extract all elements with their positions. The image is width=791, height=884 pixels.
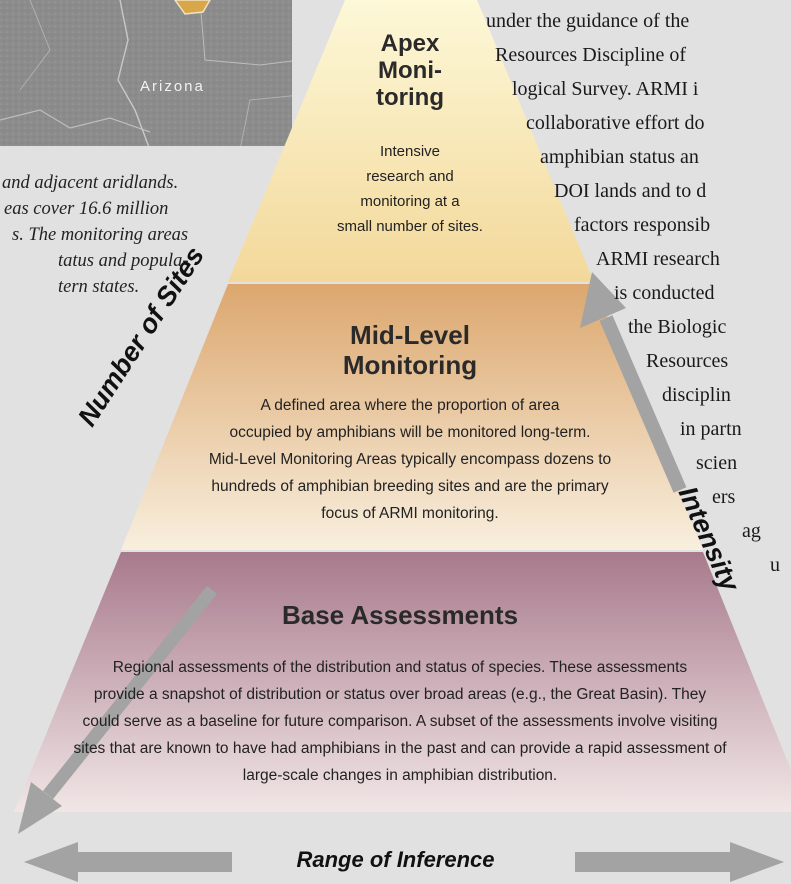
mid-level-title: Mid-Level Monitoring [160,320,660,380]
mid-level-text: Mid-Level Monitoring A defined area wher… [160,320,660,527]
apex-title-line: toring [376,84,444,111]
mid-level-tier [121,284,703,550]
intensity-arrow-shaft [599,315,687,493]
range-arrow-left [24,842,232,882]
base-desc-line: could serve as a baseline for future com… [82,713,718,730]
map-state-label: Arizona [140,78,205,95]
mid-desc-line: hundreds of amphibian breeding sites and… [211,478,609,495]
base-desc-line: Regional assessments of the distribution… [112,659,688,676]
mid-desc-line: occupied by amphibians will be monitored… [229,424,591,441]
base-description: Regional assessments of the distribution… [10,654,790,789]
map-caption: and adjacent aridlands. eas cover 16.6 m… [0,170,280,300]
mid-desc-line: Mid-Level Monitoring Areas typically enc… [208,451,612,468]
base-desc-line: large-scale changes in amphibian distrib… [242,767,558,784]
mid-desc-line: focus of ARMI monitoring. [321,505,499,522]
apex-title-line: Moni- [378,57,442,84]
mid-title-line: Monitoring [342,350,478,380]
base-text: Base Assessments Regional assessments of… [10,600,790,789]
sites-arrowhead [18,782,62,834]
mid-level-description: A defined area where the proportion of a… [160,392,660,527]
caption-line: s. The monitoring areas [12,225,189,245]
caption-line: tatus and popula- [58,251,189,271]
apex-title: Apex Moni- toring [320,30,500,111]
apex-desc-line: research and [366,168,454,185]
apex-tier [228,0,594,282]
caption-line: tern states. [58,277,140,297]
base-tier [14,552,791,812]
caption-line: eas cover 16.6 million [4,199,169,219]
mid-title-line: Mid-Level [350,320,470,350]
intensity-arrowhead [580,272,626,328]
apex-desc-line: Intensive [379,143,441,160]
range-arrow-right [575,842,784,882]
mid-desc-line: A defined area where the proportion of a… [260,397,560,414]
apex-desc-line: small number of sites. [337,218,483,235]
base-desc-line: provide a snapshot of distribution or st… [93,686,707,703]
base-desc-line: sites that are known to have had amphibi… [73,740,727,757]
apex-description: Intensive research and monitoring at a s… [320,139,500,239]
range-of-inference-label: Range of Inference [296,847,495,872]
apex-title-line: Apex [380,30,440,57]
base-title: Base Assessments [281,600,519,630]
apex-text: Apex Moni- toring Intensive research and… [320,30,500,239]
sites-arrow-shaft [42,585,218,800]
arizona-map-thumbnail [0,0,300,150]
apex-desc-line: monitoring at a [360,193,460,210]
caption-line: and adjacent aridlands. [2,173,179,193]
